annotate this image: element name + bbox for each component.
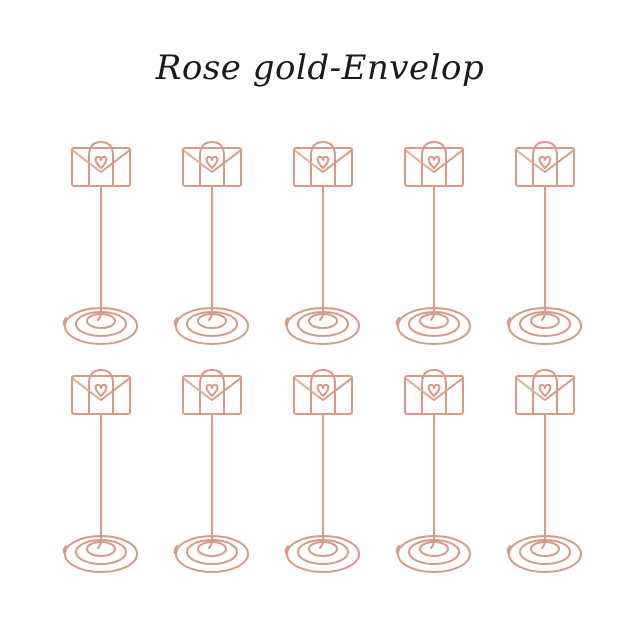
envelope-card-holder [486, 356, 597, 584]
envelope-holder-icon [395, 369, 471, 573]
envelope-holder-icon [284, 369, 360, 573]
envelope-holder-icon [62, 141, 138, 345]
envelope-holder-icon [395, 141, 471, 345]
envelope-card-holder [153, 356, 264, 584]
envelope-card-holder [42, 356, 153, 584]
envelope-card-holder [153, 128, 264, 356]
envelope-holder-icon [506, 141, 582, 345]
product-photo-grid [42, 128, 598, 578]
envelope-card-holder [486, 128, 597, 356]
product-title: Rose gold-Envelop [155, 48, 485, 88]
envelope-card-holder [375, 356, 486, 584]
envelope-holder-icon [506, 369, 582, 573]
envelope-holder-icon [173, 369, 249, 573]
envelope-card-holder [42, 128, 153, 356]
envelope-holder-icon [284, 141, 360, 345]
envelope-card-holder [264, 356, 375, 584]
envelope-card-holder [375, 128, 486, 356]
envelope-holder-icon [62, 369, 138, 573]
envelope-holder-icon [173, 141, 249, 345]
envelope-card-holder [264, 128, 375, 356]
